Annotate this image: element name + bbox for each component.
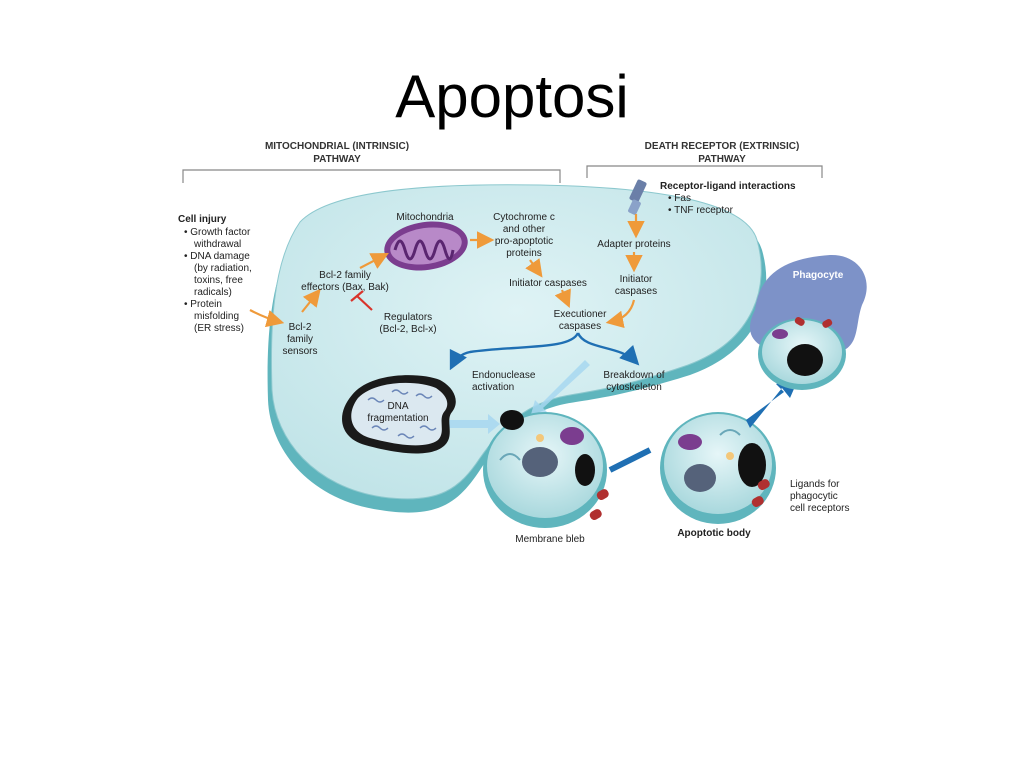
arrow-effectors-to-mito — [359, 252, 389, 269]
mitochondrion-icon — [384, 221, 468, 271]
bcl2-sensors-label-3: sensors — [282, 346, 317, 357]
arrow-initiator-to-executioner — [554, 288, 571, 309]
arrow-to-cytoskeleton — [576, 332, 640, 366]
membrane-bleb-label: Membrane bleb — [515, 534, 585, 545]
phagocyte-cell — [750, 254, 867, 390]
apoptotic-body-cell — [660, 412, 776, 524]
arrow-cytochrome-to-initiator — [525, 258, 543, 278]
initiator-caspases-left-label: Initiator caspases — [509, 278, 587, 289]
executioner-caspases-label-2: caspases — [559, 321, 601, 332]
breakdown-label-1: Breakdown of — [603, 370, 664, 381]
extrinsic-header-line2: PATHWAY — [698, 154, 746, 165]
ligands-label-1: Ligands for — [790, 479, 840, 490]
arrow-to-endonuclease — [449, 332, 580, 371]
cytochrome-label-3: pro-apoptotic — [495, 236, 553, 247]
orange-arrows — [249, 214, 645, 329]
initiator-caspases-right-label-1: Initiator — [620, 274, 653, 285]
bcl2-effectors-label-2: effectors (Bax, Bak) — [301, 282, 389, 293]
light-arrows — [445, 360, 590, 434]
engulfment-arrow — [608, 375, 800, 473]
cell-injury-line-1: • Growth factor — [184, 227, 251, 238]
cell-injury-line-8: misfolding — [194, 311, 239, 322]
apoptotic-body-label: Apoptotic body — [677, 528, 751, 539]
regulator-inhibition — [350, 290, 373, 311]
breakdown-label-2: cytoskeleton — [606, 382, 662, 393]
intrinsic-header-line2: PATHWAY — [313, 154, 361, 165]
intrinsic-bracket — [182, 169, 561, 183]
page-title: Apoptosi — [395, 63, 629, 130]
cell-injury-line-3: • DNA damage — [184, 251, 250, 262]
ligands-label-3: cell receptors — [790, 503, 849, 514]
receptor-heading: Receptor-ligand interactions — [660, 181, 796, 192]
cell-injury-line-7: • Protein — [184, 299, 222, 310]
cell-injury-heading: Cell injury — [178, 214, 227, 225]
dna-fragmentation-label-1: DNA — [387, 401, 408, 412]
intrinsic-header-line1: MITOCHONDRIAL (INTRINSIC) — [265, 141, 409, 152]
regulators-label-2: (Bcl-2, Bcl-x) — [379, 324, 436, 335]
phagocyte-label: Phagocyte — [793, 270, 844, 281]
bcl2-sensors-label-1: Bcl-2 — [289, 322, 312, 333]
bcl2-effectors-label-1: Bcl-2 family — [319, 270, 371, 281]
receptor-block: Receptor-ligand interactions • Fas • TNF… — [660, 181, 796, 216]
arrow-injury-to-sensors — [249, 309, 285, 328]
initiator-caspases-right-label-2: caspases — [615, 286, 657, 297]
receptor-item-fas: • Fas — [668, 193, 691, 204]
mitochondria-label: Mitochondria — [396, 212, 454, 223]
executioner-caspases-label-1: Executioner — [554, 309, 607, 320]
membrane-bleb-cell — [483, 410, 609, 528]
cell-injury-line-9: (ER stress) — [194, 323, 244, 334]
receptor-icon — [628, 179, 647, 215]
receptor-item-tnf: • TNF receptor — [668, 205, 734, 216]
cell-injury-line-4: (by radiation, — [194, 263, 252, 274]
cell-injury-line-5: toxins, free — [194, 275, 243, 286]
ligands-label-2: phagocytic — [790, 491, 838, 502]
adapter-proteins-label: Adapter proteins — [597, 239, 670, 250]
extrinsic-bracket — [586, 165, 823, 178]
dna-fragmentation-label-2: fragmentation — [367, 413, 428, 424]
endonuclease-label-1: Endonuclease — [472, 370, 536, 381]
regulators-label-1: Regulators — [384, 312, 432, 323]
bcl2-sensors-label-2: family — [287, 334, 313, 345]
extrinsic-header-line1: DEATH RECEPTOR (EXTRINSIC) — [645, 141, 800, 152]
arrow-sensors-to-effectors — [301, 288, 321, 313]
cytochrome-label-4: proteins — [506, 248, 542, 259]
cell-injury-line-6: radicals) — [194, 287, 232, 298]
cell-injury-line-2: withdrawal — [193, 239, 241, 250]
blue-arrows — [449, 332, 640, 371]
cell-injury-block: Cell injury • Growth factor withdrawal •… — [178, 214, 252, 334]
cytochrome-label-2: and other — [503, 224, 546, 235]
endonuclease-label-2: activation — [472, 382, 514, 393]
arrow-initiator-to-executioner-right — [605, 299, 636, 329]
dna-fragmentation-nucleus — [342, 375, 456, 454]
cytochrome-label-1: Cytochrome c — [493, 212, 555, 223]
